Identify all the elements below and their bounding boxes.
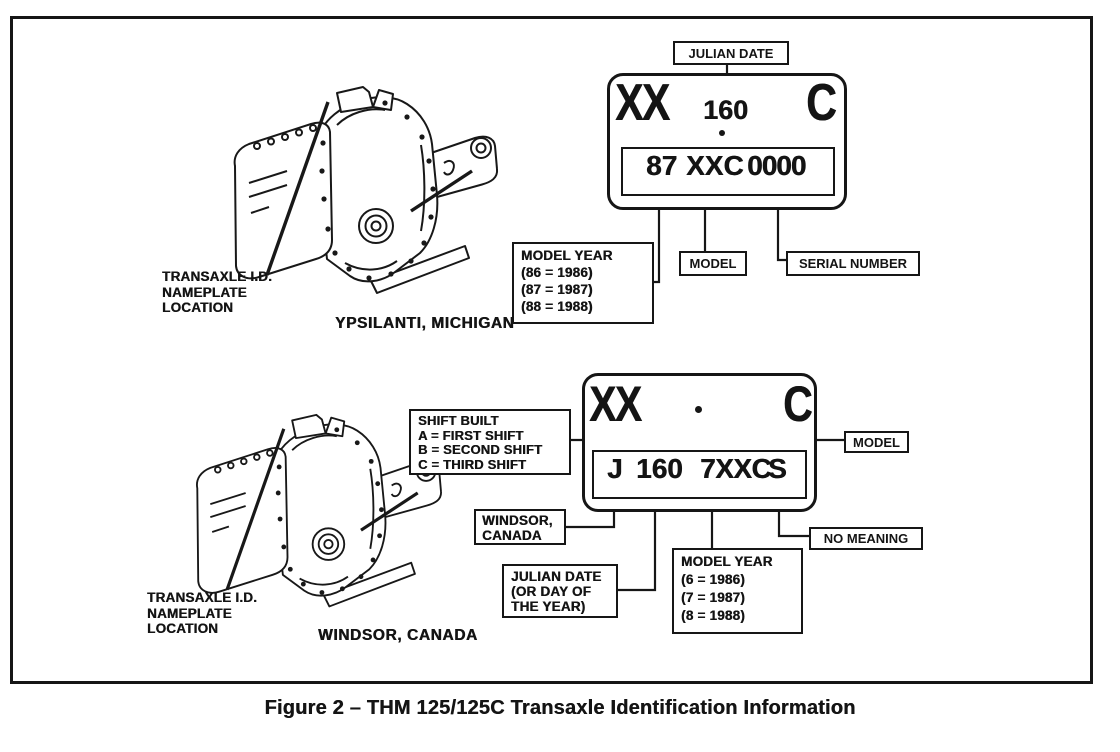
callout-text: SERIAL NUMBER xyxy=(798,256,908,271)
windsor-canada-callout: WINDSOR, CANADA xyxy=(474,509,566,545)
model-callout: MODEL xyxy=(844,431,909,453)
id-nameplate-michigan xyxy=(607,73,847,210)
callout-text: NO MEANING xyxy=(823,531,909,546)
callout-text: CANADA xyxy=(482,528,542,543)
callout-text: JULIAN DATE xyxy=(511,569,602,584)
pointer-label-line: LOCATION xyxy=(162,300,234,315)
pointer-label-line: NAMEPLATE xyxy=(162,284,247,300)
plate-code-right: C xyxy=(806,74,837,132)
callout-text: MODEL xyxy=(853,434,900,450)
plate-model-code: XXC xyxy=(686,150,744,181)
no-meaning-callout: NO MEANING xyxy=(809,527,923,550)
plate-year-code: 87 xyxy=(646,150,678,181)
plate-code-left: XX xyxy=(589,376,642,432)
stamp-dot xyxy=(719,130,725,136)
pointer-label-line: TRANSAXLE I.D. xyxy=(162,269,273,284)
julian-date-callout: JULIAN DATE xyxy=(673,41,789,65)
nameplate-location-label: TRANSAXLE I.D. NAMEPLATE LOCATION xyxy=(162,269,272,316)
callout-text: WINDSOR, xyxy=(482,513,553,528)
serial-number-callout: SERIAL NUMBER xyxy=(786,251,920,276)
stamp-dot xyxy=(695,406,702,413)
page-border xyxy=(10,16,1093,684)
pointer-label-line: TRANSAXLE I.D. xyxy=(147,590,258,605)
plate-code-right: C xyxy=(783,376,813,432)
callout-text: (87 = 1987) xyxy=(521,282,593,297)
callout-text: THE YEAR) xyxy=(511,599,586,614)
callout-text: (6 = 1986) xyxy=(681,572,745,587)
callout-text: MODEL xyxy=(689,256,737,271)
id-nameplate-canada xyxy=(582,373,817,512)
plate-code-left: XX xyxy=(615,74,670,132)
plate-code-box xyxy=(621,147,835,196)
pointer-label-line: NAMEPLATE xyxy=(147,605,232,621)
plate-shift-code: S xyxy=(768,453,787,484)
plant-name-label: WINDSOR, CANADA xyxy=(318,627,478,644)
callout-text: (88 = 1988) xyxy=(521,299,593,314)
plate-code-box xyxy=(592,450,807,499)
pointer-label-line: LOCATION xyxy=(147,621,219,636)
callout-text: (OR DAY OF xyxy=(511,584,592,599)
nameplate-location-label: TRANSAXLE I.D. NAMEPLATE LOCATION xyxy=(147,590,257,637)
model-year-callout: MODEL YEAR (86 = 1986) (87 = 1987) (88 =… xyxy=(512,242,654,324)
callout-text: A = FIRST SHIFT xyxy=(418,427,524,443)
model-callout: MODEL xyxy=(679,251,747,276)
figure-caption: Figure 2 – THM 125/125C Transaxle Identi… xyxy=(264,697,856,719)
callout-text: MODEL YEAR xyxy=(521,248,613,263)
plate-model-code: 7XXC xyxy=(700,453,772,484)
julian-date-callout: JULIAN DATE (OR DAY OF THE YEAR) xyxy=(502,564,618,618)
callout-text: (8 = 1988) xyxy=(681,608,745,623)
model-year-callout: MODEL YEAR (6 = 1986) (7 = 1987) (8 = 19… xyxy=(672,548,803,634)
callout-text: SHIFT BUILT xyxy=(418,413,499,428)
plant-name-label: YPSILANTI, MICHIGAN xyxy=(335,315,515,332)
plate-serial-code: 0000 xyxy=(747,150,806,181)
callout-text: B = SECOND SHIFT xyxy=(418,442,543,457)
callout-text: (7 = 1987) xyxy=(681,590,745,605)
plate-julian-date-value: 160 xyxy=(703,95,749,125)
callout-text: JULIAN DATE xyxy=(688,45,774,61)
callout-text: MODEL YEAR xyxy=(681,554,773,569)
plate-julian-date-value: 160 xyxy=(636,453,683,484)
shift-built-callout: SHIFT BUILT A = FIRST SHIFT B = SECOND S… xyxy=(409,409,571,475)
callout-text: C = THIRD SHIFT xyxy=(418,456,527,472)
callout-text: (86 = 1986) xyxy=(521,265,593,280)
plate-plant-code: J xyxy=(607,453,623,484)
